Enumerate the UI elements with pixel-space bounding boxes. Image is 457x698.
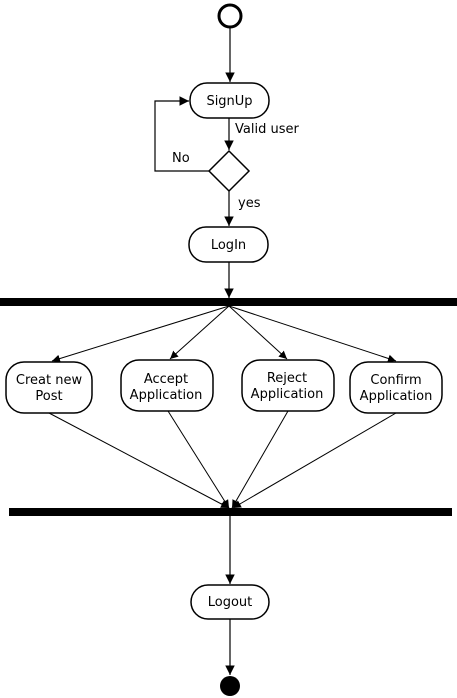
edge-fork-confirm bbox=[228, 305, 397, 363]
join-bar bbox=[9, 508, 452, 516]
valid-user-label: Valid user bbox=[235, 122, 299, 137]
confirm-label-line1: Confirm bbox=[370, 373, 421, 388]
edge-fork-creat-post bbox=[51, 305, 230, 363]
initial-node bbox=[217, 3, 243, 29]
edge-fork-accept bbox=[169, 305, 230, 360]
edge-confirm-join bbox=[232, 412, 397, 509]
edge-accept-join bbox=[167, 410, 230, 509]
reject-label-line1: Reject bbox=[267, 371, 307, 386]
accept-label-line2: Application bbox=[130, 388, 203, 403]
confirm-label-line2: Application bbox=[360, 389, 433, 404]
no-label: No bbox=[172, 151, 190, 166]
creat-post-label-line2: Post bbox=[35, 389, 62, 404]
accept-node bbox=[120, 359, 214, 412]
fork-bar bbox=[0, 298, 457, 306]
creat-post-label-line1: Creat new bbox=[16, 373, 83, 388]
decision-node bbox=[207, 149, 251, 193]
accept-label-line1: Accept bbox=[144, 372, 188, 387]
yes-label: yes bbox=[238, 196, 261, 211]
edge-reject-join bbox=[231, 410, 289, 509]
edge-fork-reject bbox=[228, 305, 288, 360]
reject-label-line2: Application bbox=[251, 387, 324, 402]
signup-label: SignUp bbox=[206, 94, 252, 109]
edge-creat-post-join bbox=[48, 412, 230, 509]
final-node bbox=[220, 676, 240, 696]
edge-no-loop bbox=[154, 96, 209, 172]
login-label: LogIn bbox=[211, 238, 246, 253]
logout-label: Logout bbox=[208, 595, 253, 610]
